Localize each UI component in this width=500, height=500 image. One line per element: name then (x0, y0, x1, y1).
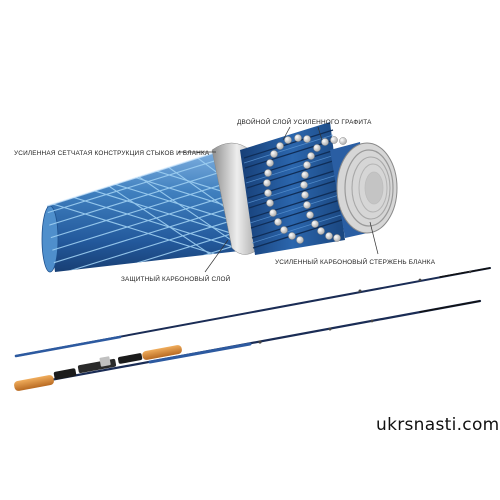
label-mesh-structure: УСИЛЕННАЯ СЕТЧАТАЯ КОНСТРУКЦИЯ СТЫКОВ И … (14, 150, 210, 157)
label-carbon-core: УСИЛЕННЫЙ КАРБОНОВЫЙ СТЕРЖЕНЬ БЛАНКА (275, 257, 436, 266)
watermark: ukrsnasti.com (376, 415, 500, 435)
cork-butt (14, 375, 54, 391)
rod-lower-section (14, 299, 482, 391)
graphite-bead-ring-1 (263, 134, 311, 244)
graphite-bead-ring-2 (300, 136, 347, 242)
carbon-core (330, 142, 398, 238)
carbon-flute-layer (240, 122, 345, 255)
handle-cap (53, 368, 77, 380)
callout-lines (178, 126, 379, 273)
label-double-graphite: ДВОЙНОЙ СЛОЙ УСИЛЕННОГО ГРАФИТА (237, 117, 372, 126)
cork-foregrip (142, 345, 182, 360)
rod-upper-section (14, 267, 491, 358)
label-protective-layer: ЗАЩИТНЫЙ КАРБОНОВЫЙ СЛОЙ (121, 274, 231, 283)
